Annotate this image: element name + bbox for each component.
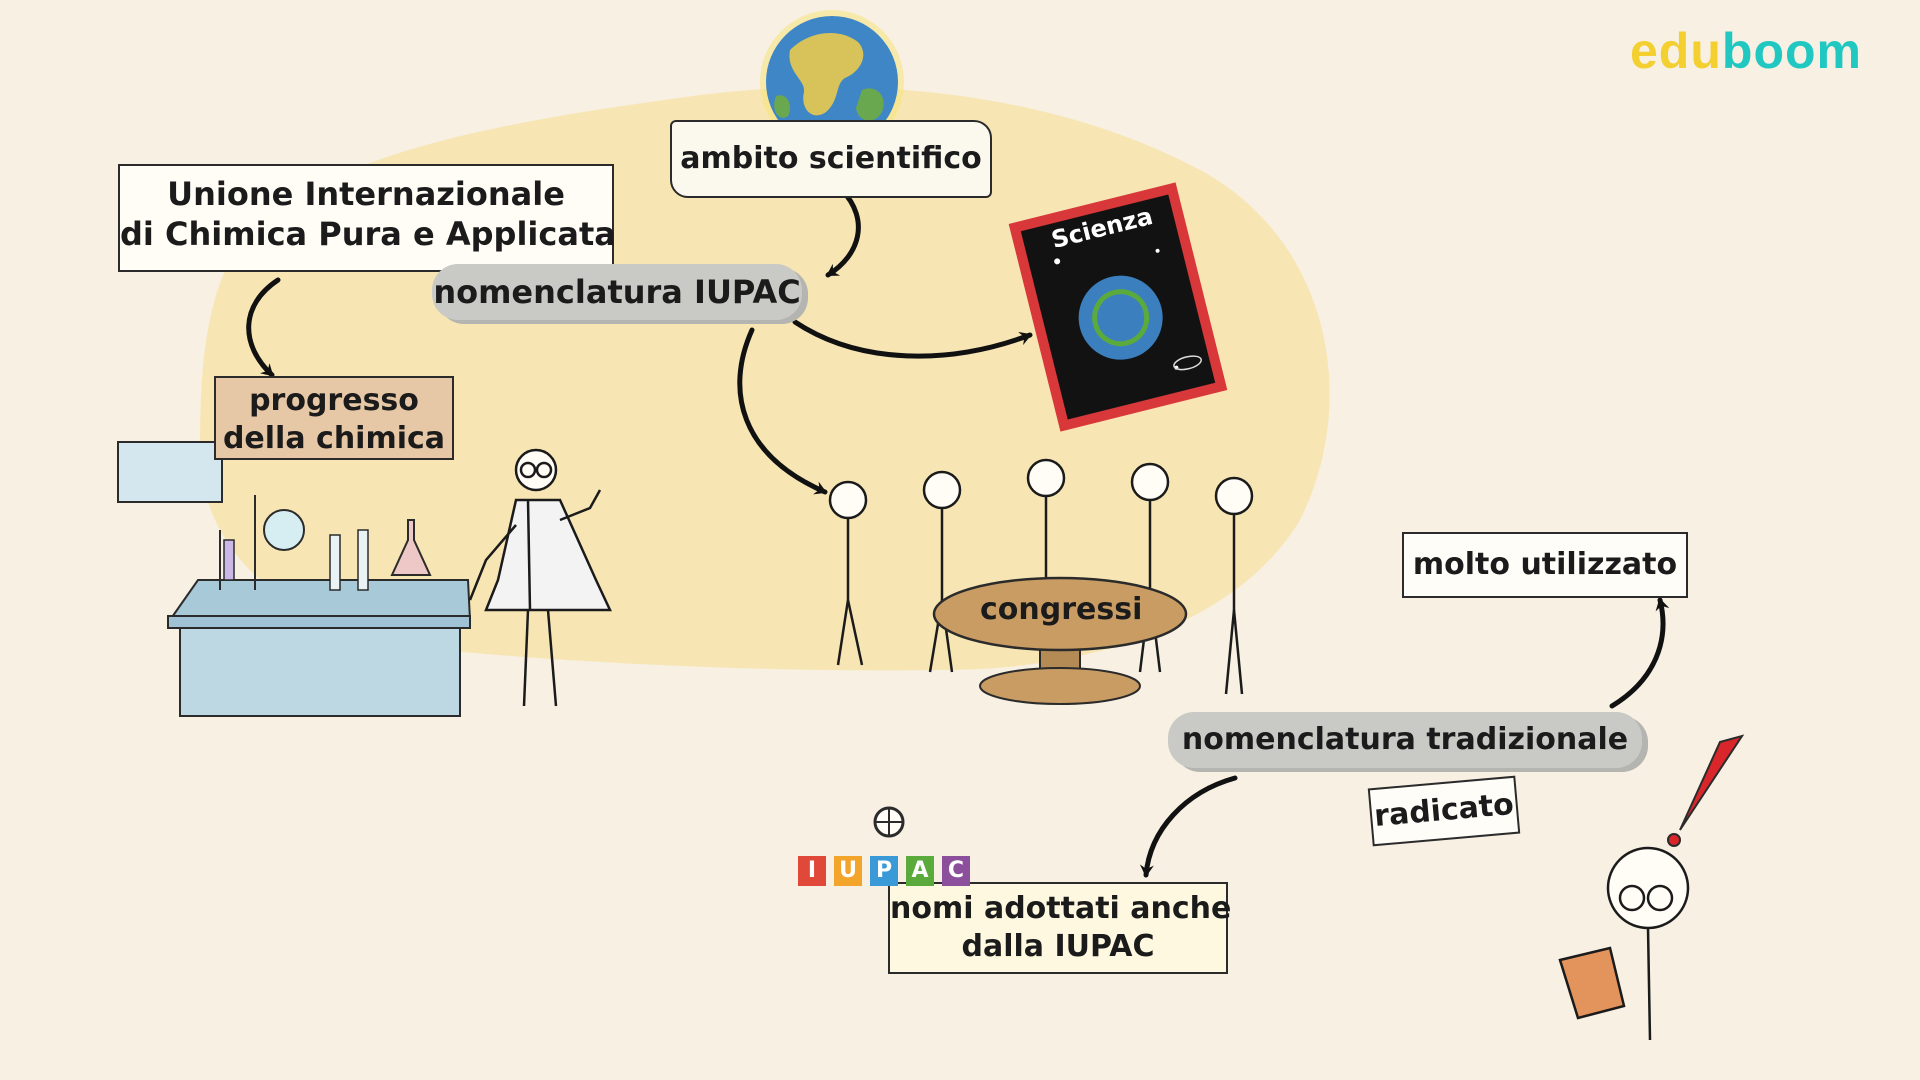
label-nomenclatura-iupac-text: nomenclatura IUPAC: [433, 273, 801, 311]
label-congressi: congressi: [980, 588, 1143, 632]
label-radicato-text: radicato: [1372, 786, 1516, 835]
globe-icon: [760, 10, 904, 154]
arrow-iupac-to-magazine: [792, 319, 1033, 359]
label-ambito-text: ambito scientifico: [680, 141, 982, 176]
arrow-unione-to-progresso: [246, 277, 281, 378]
label-molto-utilizzato: molto utilizzato: [1402, 532, 1688, 598]
iupac-letter-a: A: [906, 856, 934, 886]
logo-part-boom: boom: [1721, 23, 1862, 79]
magazine-icon: [1008, 182, 1228, 432]
round-table-icon: [932, 576, 1188, 705]
arrow-tradizionale-to-nomi: [1139, 775, 1238, 878]
logo-part-edu: edu: [1630, 23, 1722, 79]
scientist-figure: [468, 448, 612, 707]
reader-figure: [1558, 846, 1690, 1041]
label-unione-line1: Unione Internazionale: [167, 175, 565, 213]
label-nomi-line2: dalla IUPAC: [961, 928, 1155, 964]
label-ambito: ambito scientifico: [670, 120, 992, 198]
label-progresso-line2: della chimica: [222, 420, 446, 456]
label-nomi-adottati: nomi adottati anche dalla IUPAC: [888, 882, 1232, 974]
label-unione-line2: di Chimica Pura e Applicata: [120, 215, 616, 253]
iupac-letter-c: C: [942, 856, 970, 886]
exclamation-icon: [1667, 734, 1745, 847]
label-nomi-line1: nomi adottati anche: [890, 891, 1232, 926]
label-molto-utilizzato-text: molto utilizzato: [1412, 547, 1678, 582]
lab-bench-icon: [117, 441, 472, 717]
iupac-logo-emblem: [873, 806, 905, 838]
eduboom-logo: eduboom: [1630, 22, 1862, 80]
arrow-tradizionale-to-molto: [1609, 597, 1670, 709]
iupac-letter-u: U: [834, 856, 862, 886]
label-unione: Unione Internazionale di Chimica Pura e …: [118, 164, 616, 272]
label-progresso: progresso della chimica: [214, 376, 454, 460]
label-nomenclatura-iupac: nomenclatura IUPAC: [432, 264, 802, 320]
people-figures: [828, 458, 1254, 695]
label-progresso-line1: progresso: [249, 383, 419, 418]
label-congressi-text: congressi: [980, 592, 1143, 627]
arrow-iupac-to-congressi: [737, 327, 828, 495]
iupac-letter-p: P: [870, 856, 898, 886]
label-nomenclatura-tradizionale: nomenclatura tradizionale: [1168, 712, 1642, 768]
iupac-letter-i: I: [798, 856, 826, 886]
label-nomenclatura-tradizionale-text: nomenclatura tradizionale: [1181, 722, 1629, 757]
arrow-ambito-to-iupac: [825, 187, 861, 278]
